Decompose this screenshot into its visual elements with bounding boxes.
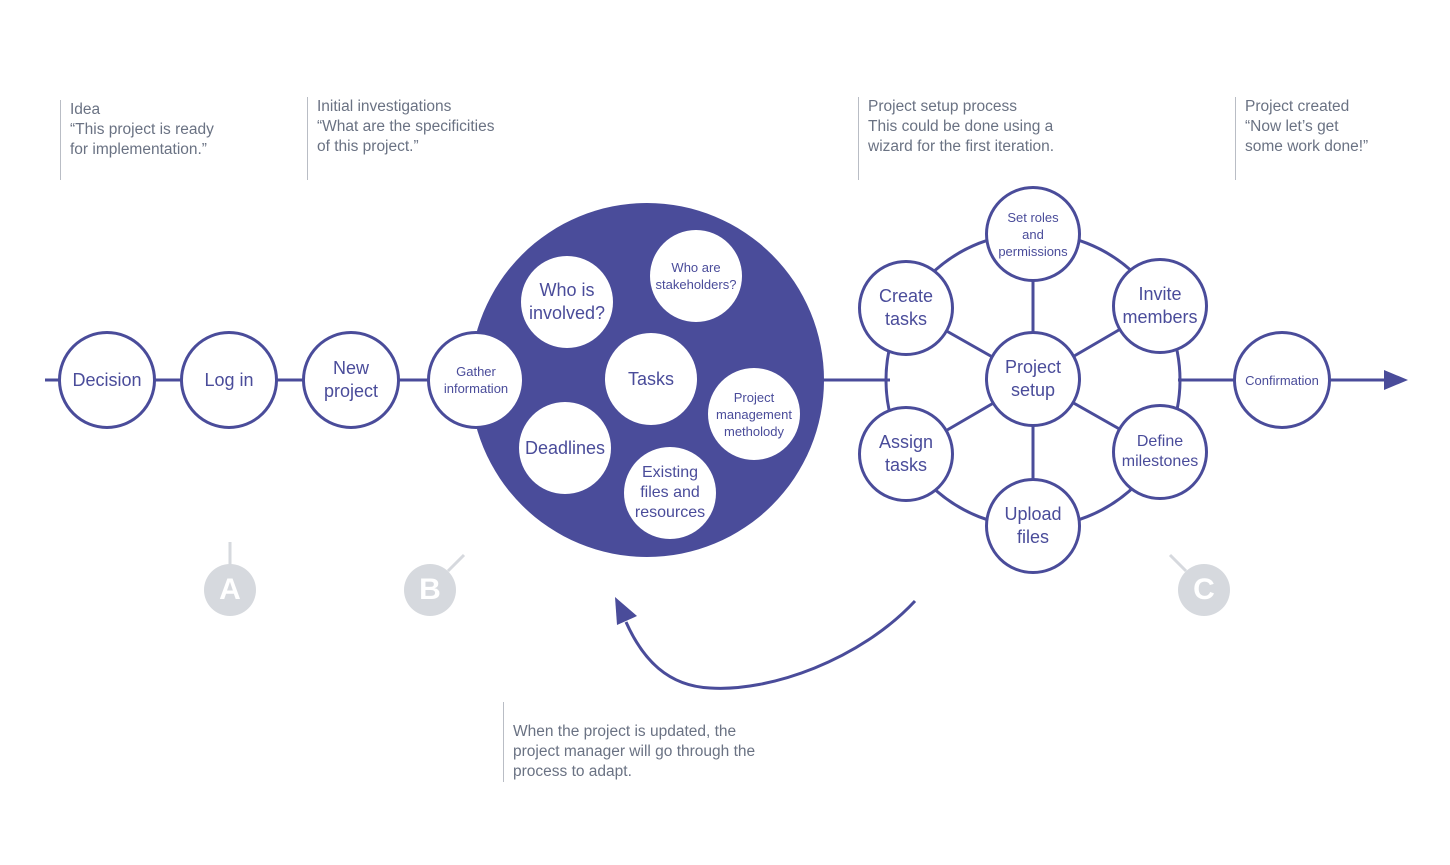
node-confirmation: Confirmation — [1233, 331, 1331, 429]
setup-project-setup: Project setup — [985, 331, 1081, 427]
note-project-setup-process: Project setup process This could be done… — [858, 97, 1054, 180]
setup-set-roles-and-permissions: Set roles and permissions — [985, 186, 1081, 282]
badge-c-tick — [1168, 553, 1188, 573]
node-new-project: New project — [302, 331, 400, 429]
info-who-is-involved: Who is involved? — [521, 256, 613, 348]
note-project-created: Project created “Now let’s get some work… — [1235, 97, 1368, 180]
note-initial-investigations: Initial investigations “What are the spe… — [307, 97, 494, 180]
setup-define-milestones: Define milestones — [1112, 404, 1208, 500]
setup-assign-tasks: Assign tasks — [858, 406, 954, 502]
phase-badge-a: A — [204, 564, 256, 616]
note-project-update: When the project is updated, the project… — [503, 702, 755, 782]
info-existing-files-and-resources: Existing files and resources — [624, 447, 716, 539]
info-deadlines: Deadlines — [519, 402, 611, 494]
node-gather-information: Gather information — [427, 331, 525, 429]
info-who-are-stakeholders: Who are stakeholders? — [650, 230, 742, 322]
return-arrowhead — [615, 597, 637, 625]
badge-b-tick — [446, 553, 466, 573]
return-arrow-curve — [624, 599, 917, 690]
node-decision: Decision — [58, 331, 156, 429]
setup-upload-files: Upload files — [985, 478, 1081, 574]
info-tasks: Tasks — [605, 333, 697, 425]
node-log-in: Log in — [180, 331, 278, 429]
flow-arrowhead — [1384, 370, 1408, 390]
note-idea: Idea “This project is ready for implemen… — [60, 100, 214, 180]
phase-badge-c: C — [1178, 564, 1230, 616]
setup-create-tasks: Create tasks — [858, 260, 954, 356]
info-project-management-methodology: Project management metholody — [708, 368, 800, 460]
phase-badge-b: B — [404, 564, 456, 616]
setup-invite-members: Invite members — [1112, 258, 1208, 354]
